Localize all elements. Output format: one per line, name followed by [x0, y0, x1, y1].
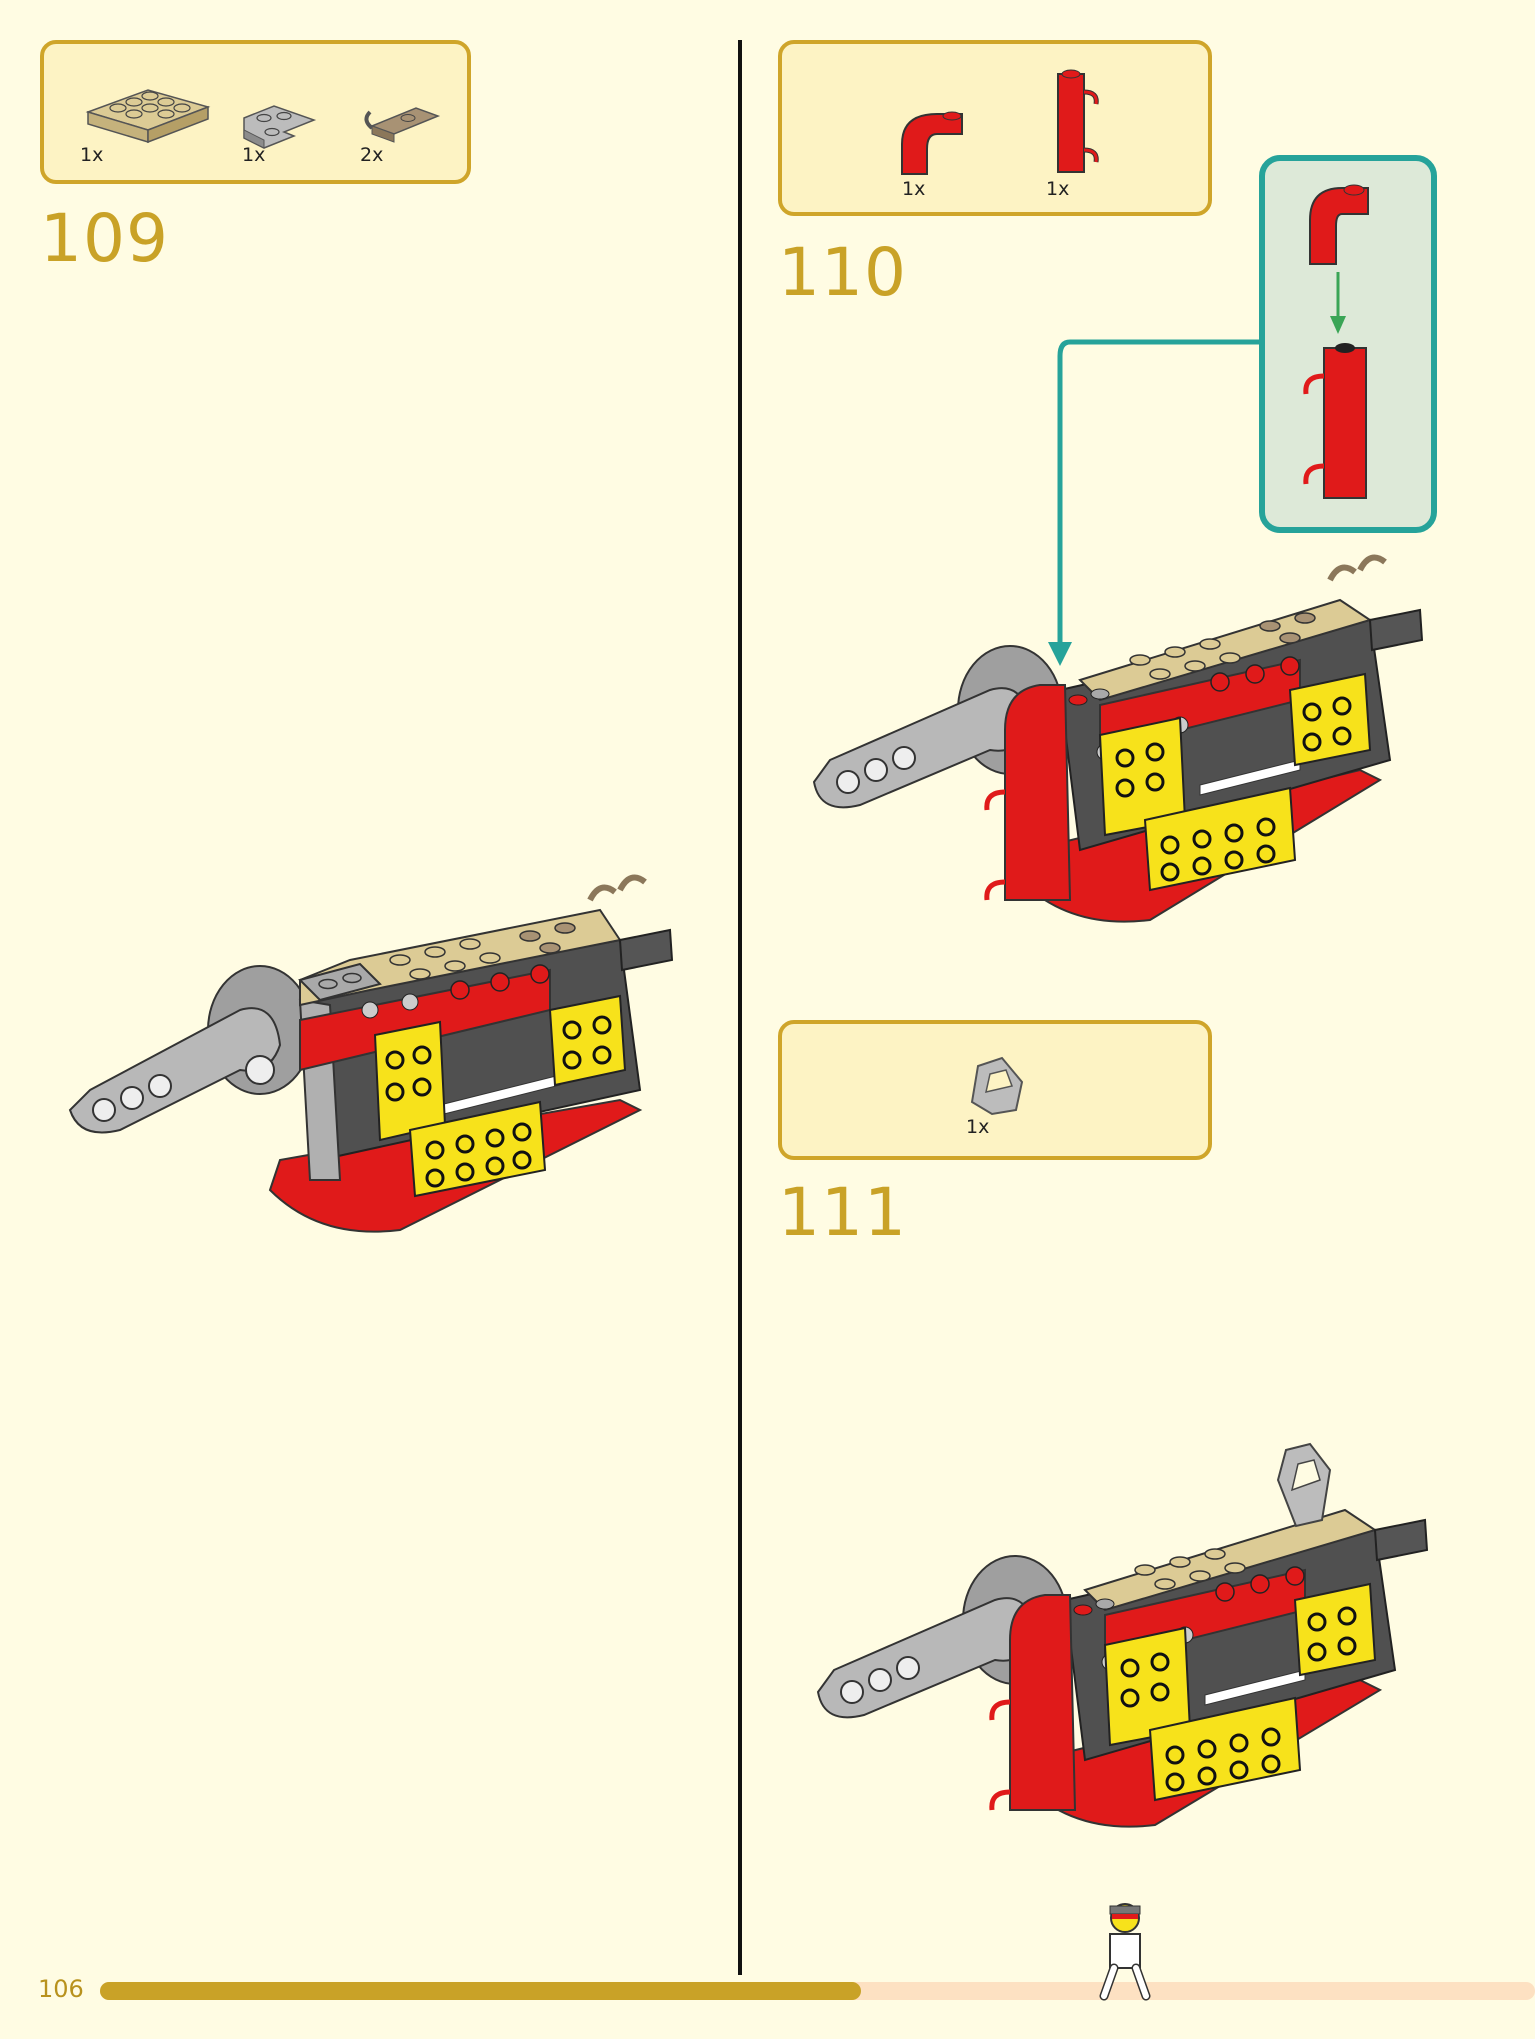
step-109-assembly: [68, 874, 674, 1233]
qty-label: 1x: [1046, 178, 1070, 200]
parts-list-step-110: 1x 1x: [778, 40, 1212, 216]
step-110-assembly: [812, 554, 1424, 923]
parts-list-step-109: 1x 1x 2x: [40, 40, 471, 184]
grey-corner-plate-icon: [243, 105, 317, 149]
red-clip-brick-icon: [1057, 69, 1099, 173]
column-divider: [738, 40, 742, 1975]
sub-assembly-callout: [1259, 155, 1437, 533]
tan-plate-2x4-icon: [85, 89, 211, 144]
step-number-111: 111: [778, 1174, 907, 1251]
tan-clip-plate-icon: [364, 107, 441, 143]
grey-handle-bracket-icon: [970, 1056, 1024, 1116]
progress-fill: [100, 1982, 861, 2000]
step-number-110: 110: [778, 234, 907, 311]
page-number: 106: [38, 1975, 84, 2003]
step-number-109: 109: [40, 200, 169, 277]
callout-connector-arrow: [1048, 339, 1262, 666]
step-111-assembly: [816, 1442, 1429, 1828]
parts-list-step-111: 1x: [778, 1020, 1212, 1160]
qty-label: 1x: [902, 178, 926, 200]
minifigure-icon: [1099, 1903, 1151, 2001]
qty-label: 1x: [80, 144, 104, 166]
red-curved-slope-icon: [901, 111, 963, 175]
qty-label: 1x: [242, 144, 266, 166]
qty-label: 2x: [360, 144, 384, 166]
qty-label: 1x: [966, 1116, 990, 1138]
